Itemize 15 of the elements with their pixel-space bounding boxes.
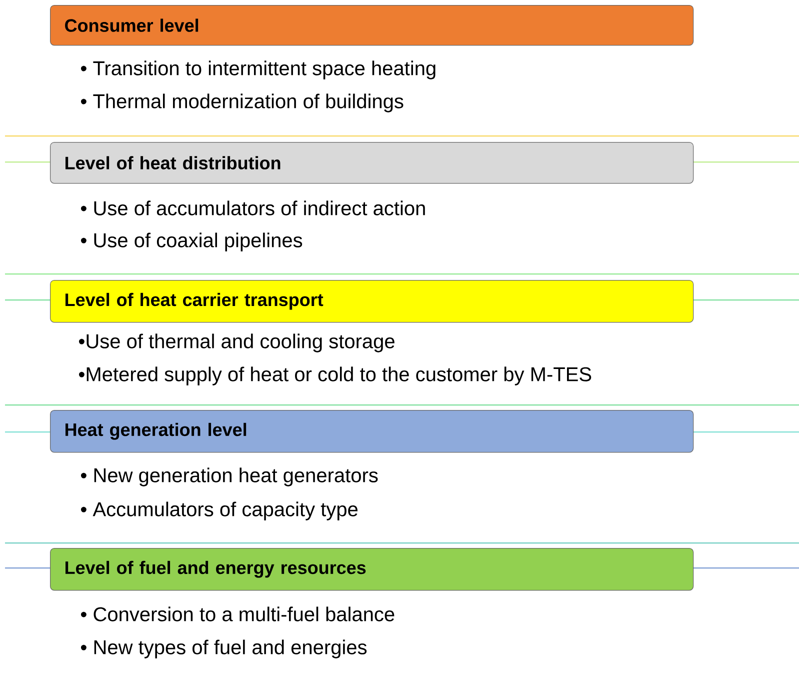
bullet-item: • Transition to intermittent space heating — [81, 60, 436, 80]
level-header-box: Consumer level — [50, 5, 694, 46]
level-header-box: Level of heat carrier transport — [50, 280, 694, 323]
bullet-item: • Accumulators of capacity type — [81, 502, 358, 520]
bullet-item: • Thermal modernization of buildings — [81, 94, 404, 112]
bullet-item: • Conversion to a multi-fuel balance — [81, 606, 394, 622]
level-header-box: Level of fuel and energy resources — [50, 548, 694, 591]
bullet-item: • New generation heat generators — [81, 468, 378, 486]
bullet-item: • New types of fuel and energies — [81, 640, 367, 658]
bullet-item: •Metered supply of heat or cold to the customer by M-TES — [79, 366, 592, 386]
level-header-box: Level of heat distribution — [50, 142, 694, 184]
bullet-item: • Use of accumulators of indirect action — [81, 200, 425, 216]
level-header-box: Heat generation level — [50, 410, 694, 453]
bullet-item: • Use of coaxial pipelines — [81, 232, 302, 252]
bullet-item: •Use of thermal and cooling storage — [79, 334, 394, 352]
